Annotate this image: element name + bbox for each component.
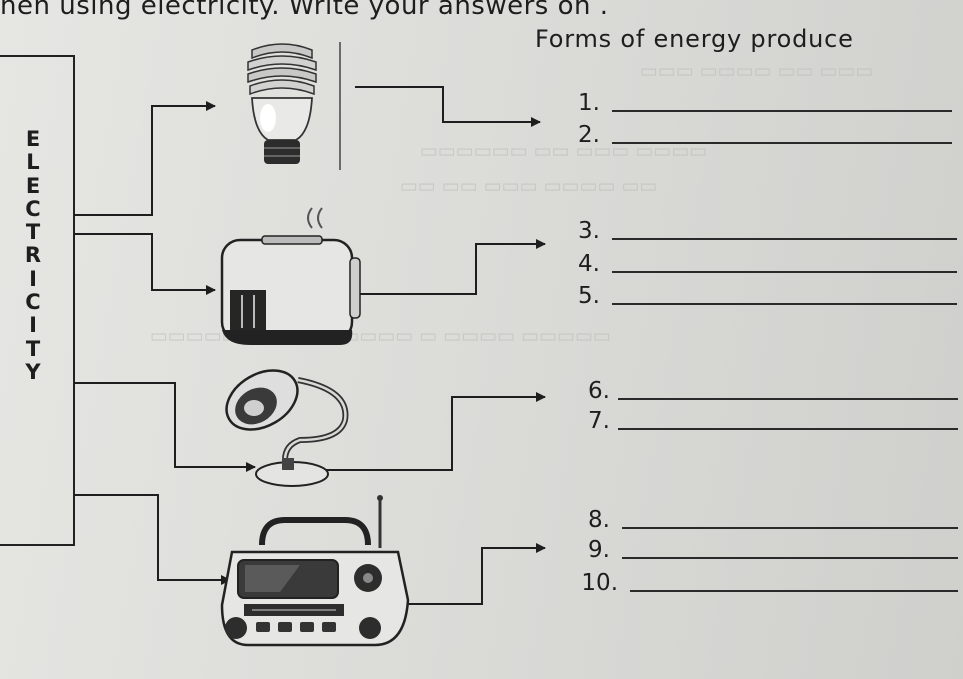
answer-number: 1. (578, 90, 600, 116)
answer-blank-9[interactable] (622, 557, 958, 559)
answer-blank-6[interactable] (618, 398, 958, 400)
light-bulb-icon (247, 42, 341, 170)
answer-blank-10[interactable] (630, 590, 958, 592)
answer-blank-8[interactable] (622, 527, 958, 529)
answer-blank-5[interactable] (612, 303, 957, 305)
electricity-bracket (0, 55, 75, 546)
answer-number: 6. (588, 378, 610, 404)
answer-blank-4[interactable] (612, 271, 957, 273)
label-letter: T (25, 220, 41, 245)
instruction-text: hen using electricity. Write your answer… (0, 0, 609, 21)
answer-number: 3. (578, 218, 600, 244)
radio-tv-icon (220, 495, 410, 647)
label-letter: E (25, 127, 41, 151)
answer-number: 4. (578, 251, 600, 277)
column-heading: Forms of energy produce (535, 25, 854, 53)
label-letter: L (26, 150, 40, 175)
answer-number: 2. (578, 122, 600, 148)
label-letter: T (25, 336, 41, 361)
toaster-icon (220, 207, 361, 345)
label-letter: R (24, 243, 42, 268)
label-letter: Y (25, 359, 41, 384)
answer-blank-3[interactable] (612, 238, 957, 240)
electricity-label: E L E C T R I C I T Y (8, 127, 58, 384)
answer-number: 7. (588, 408, 610, 434)
answer-number: 9. (588, 537, 610, 563)
label-letter: I (29, 266, 37, 291)
label-letter: C (25, 290, 41, 315)
answer-blank-2[interactable] (612, 142, 952, 144)
answer-number: 10. (581, 570, 618, 596)
answer-number: 8. (588, 507, 610, 533)
label-letter: I (29, 313, 37, 338)
label-letter: E (25, 173, 41, 198)
desk-lamp-icon (225, 369, 349, 487)
answer-blank-1[interactable] (612, 110, 952, 112)
answer-blank-7[interactable] (618, 428, 958, 430)
label-letter: C (25, 196, 41, 221)
answer-number: 5. (578, 283, 600, 309)
